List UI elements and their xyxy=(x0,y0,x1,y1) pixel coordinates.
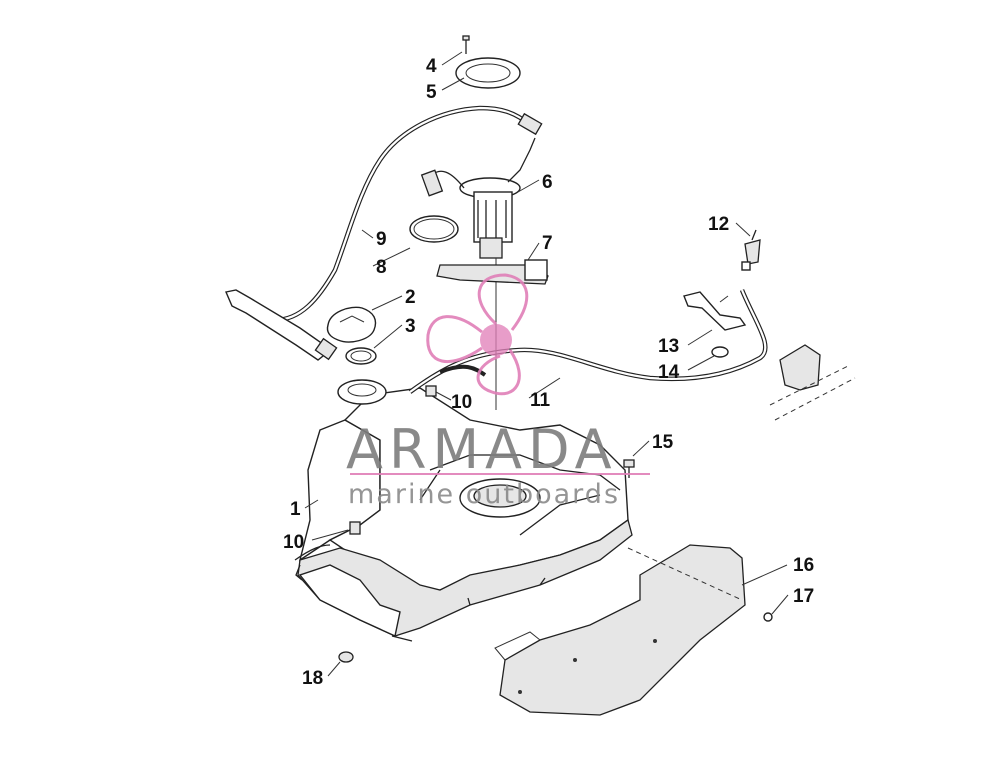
label-10-lower: 10 xyxy=(283,532,304,553)
fuel-tank xyxy=(294,379,633,642)
label-6: 6 xyxy=(542,172,553,193)
watermark: ARMADA marine outboards xyxy=(346,273,650,510)
rivet xyxy=(763,612,773,622)
label-10-upper: 10 xyxy=(451,392,472,413)
label-13: 13 xyxy=(658,336,679,357)
fuel-line xyxy=(408,289,768,394)
fitting-lower xyxy=(349,521,361,535)
cap-gasket xyxy=(345,347,377,365)
label-12: 12 xyxy=(708,214,729,235)
watermark-title: ARMADA xyxy=(346,418,618,481)
label-18: 18 xyxy=(302,668,323,689)
fuel-filter xyxy=(741,229,761,271)
grommet xyxy=(338,651,354,663)
vent-hose xyxy=(225,105,543,361)
label-5: 5 xyxy=(426,82,437,103)
label-14: 14 xyxy=(658,362,680,383)
fuel-level-sensor xyxy=(436,259,549,285)
bracket xyxy=(683,291,747,331)
leader-lines xyxy=(304,51,789,677)
fuel-cap xyxy=(326,306,377,343)
label-17: 17 xyxy=(793,586,814,607)
pump-gasket xyxy=(409,215,459,243)
push-rivet xyxy=(623,459,635,478)
label-1: 1 xyxy=(290,499,301,520)
hose-clamp xyxy=(711,346,729,358)
label-8: 8 xyxy=(376,257,387,278)
skid-plate xyxy=(494,544,746,716)
label-11: 11 xyxy=(530,390,551,411)
label-9: 9 xyxy=(376,229,387,250)
label-16: 16 xyxy=(793,555,814,576)
label-3: 3 xyxy=(405,316,416,337)
label-4: 4 xyxy=(426,56,437,77)
fuel-pump xyxy=(420,137,536,410)
label-15: 15 xyxy=(652,432,674,453)
watermark-subtitle: marine outboards xyxy=(348,479,620,510)
watermark-propeller-logo xyxy=(426,273,529,396)
label-7: 7 xyxy=(542,233,553,254)
fitting-upper xyxy=(425,385,437,397)
label-2: 2 xyxy=(405,287,416,308)
frame-section xyxy=(769,344,856,421)
retaining-ring xyxy=(455,57,521,89)
screw xyxy=(462,35,470,54)
